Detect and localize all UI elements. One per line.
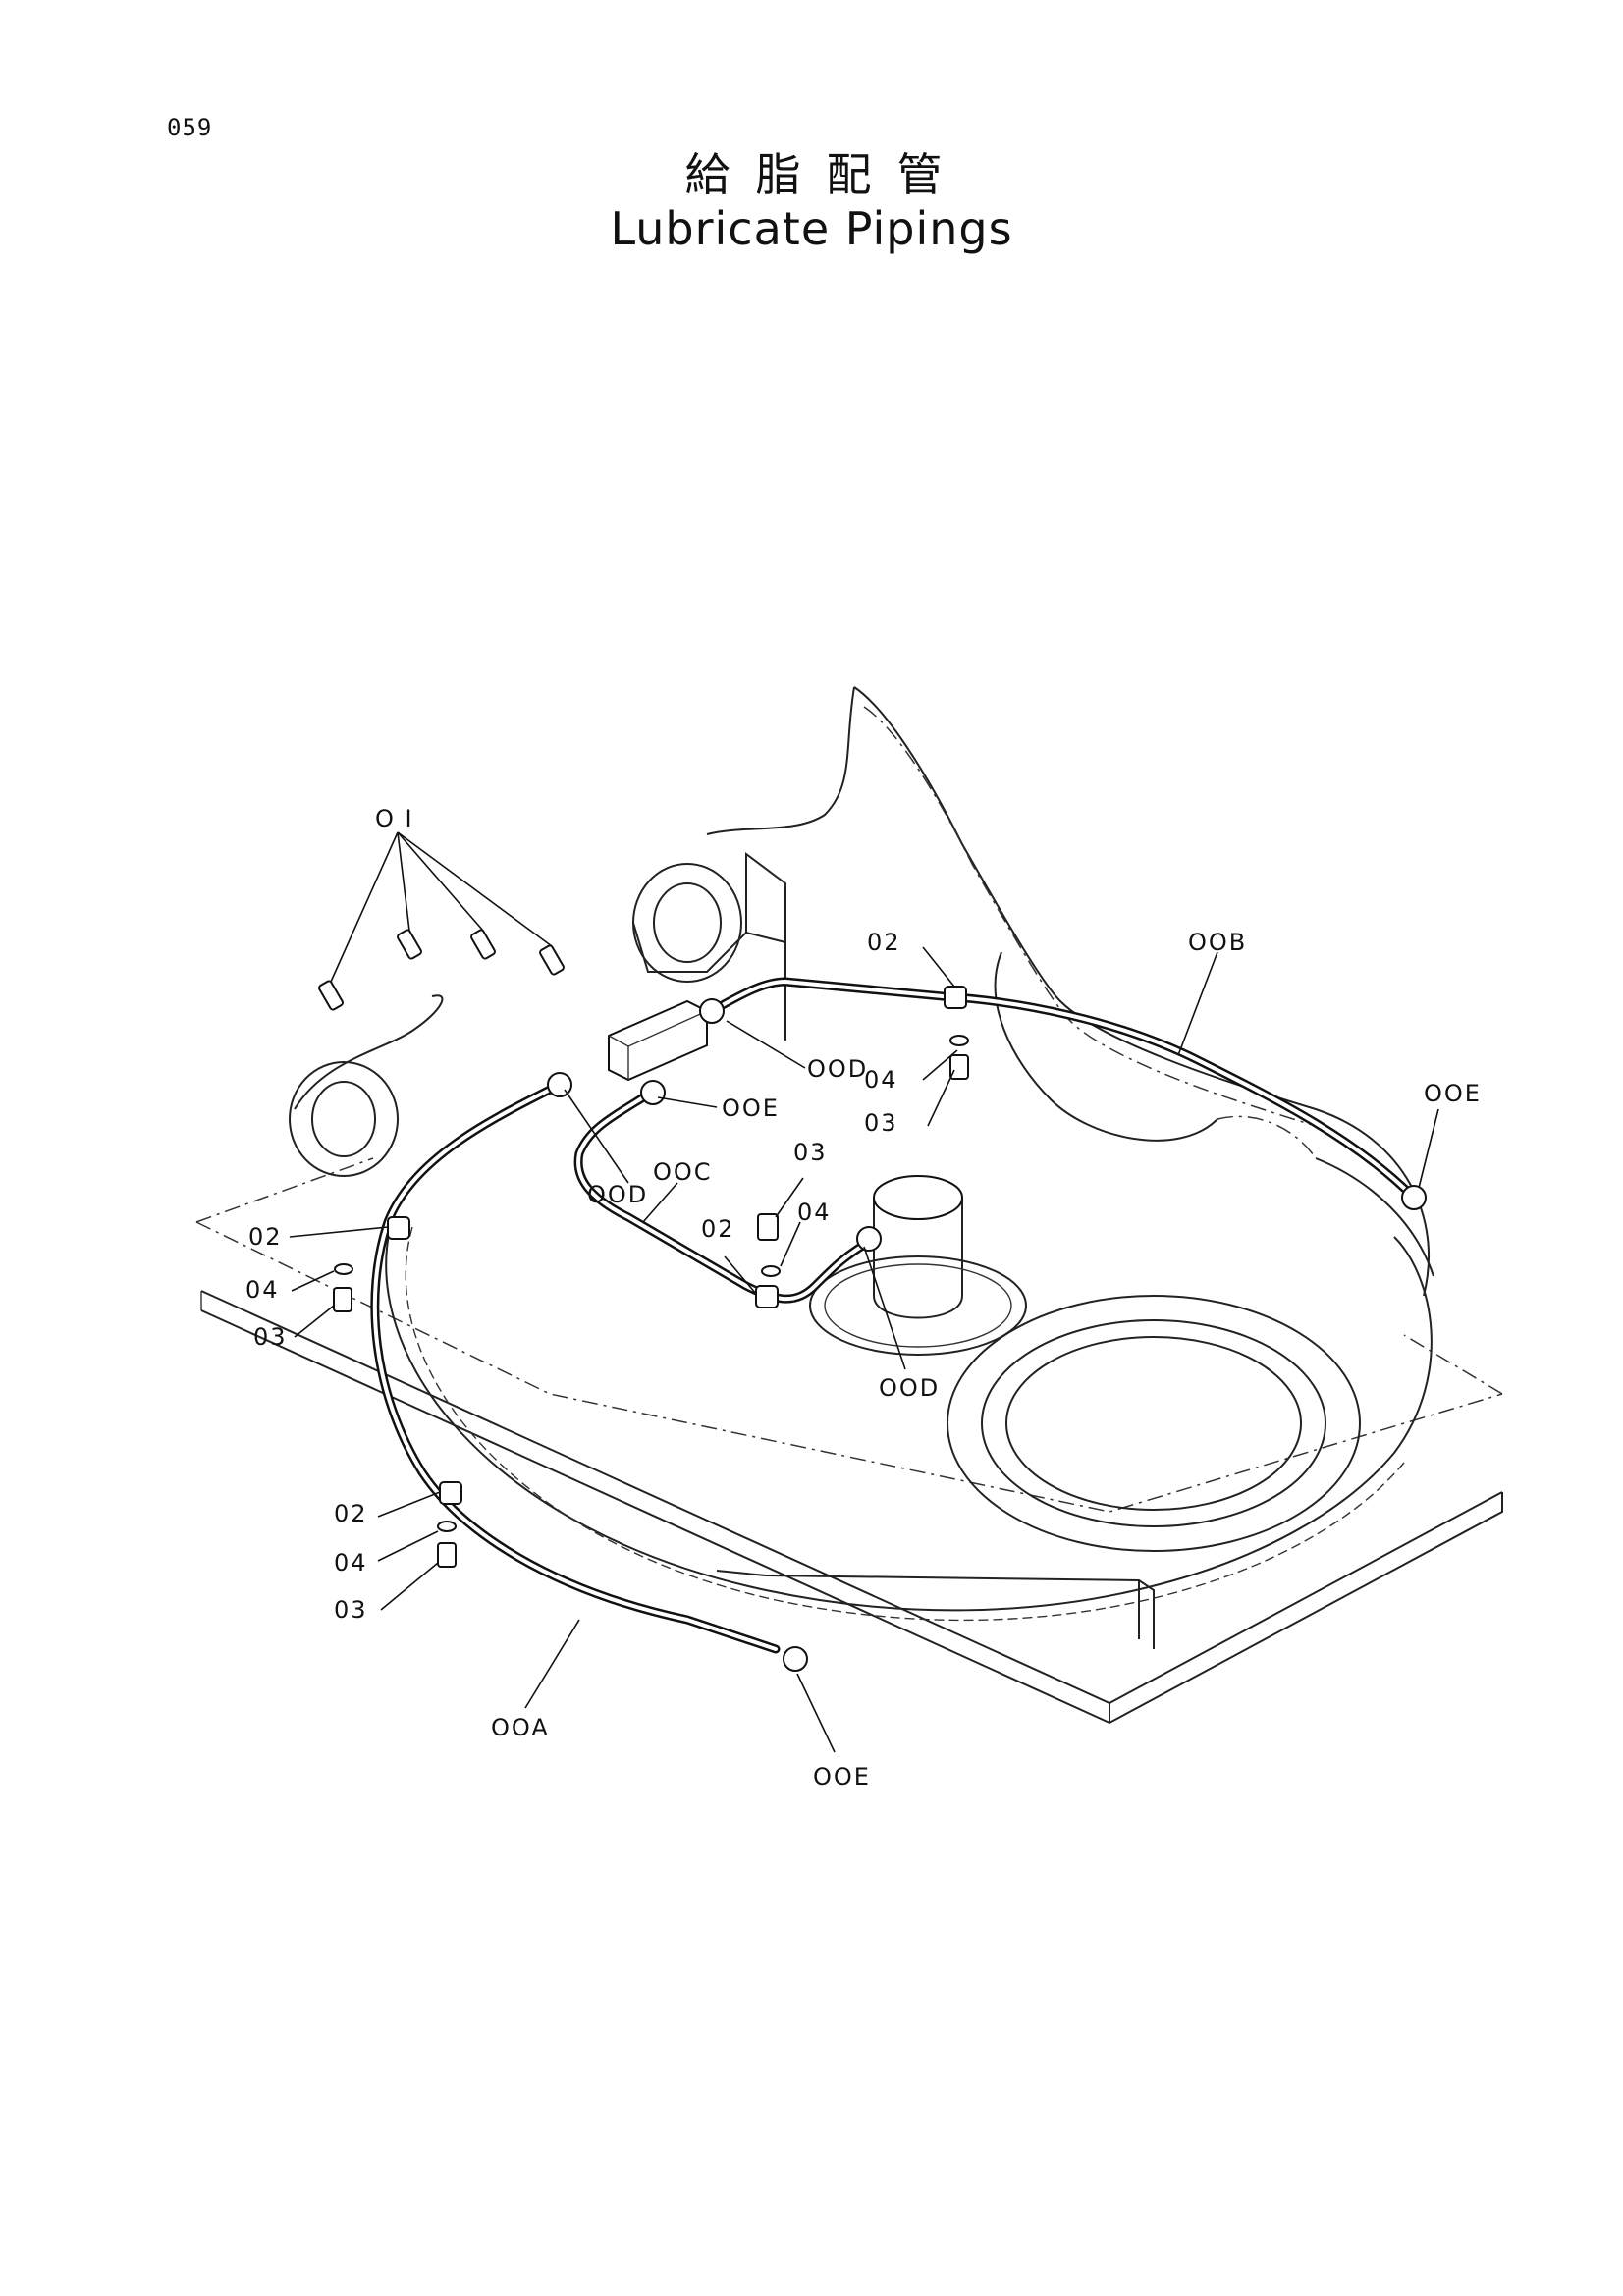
callout-02-left: 02 [248, 1223, 283, 1251]
callout-00C: OOC [653, 1158, 713, 1186]
callout-00D-mid: OOD [587, 1181, 648, 1208]
clamp-center [755, 1285, 779, 1308]
frame-outline [195, 1157, 1503, 1725]
callout-02-top: 02 [867, 929, 901, 956]
fitting-00D-bottom [856, 1226, 882, 1252]
callout-00E-mid: OOE [722, 1095, 780, 1122]
callout-01: O I [375, 805, 414, 832]
callout-02-center: 02 [701, 1215, 735, 1243]
callout-04-center: 04 [797, 1199, 832, 1226]
bolt-left [333, 1287, 352, 1312]
callout-00D-top: OOD [807, 1055, 868, 1083]
washer-center [761, 1265, 781, 1277]
bolt-top [949, 1054, 969, 1080]
pipes [370, 977, 1419, 1654]
washer-top [949, 1035, 969, 1046]
fitting-00D-top [699, 998, 725, 1024]
leader-lines [289, 831, 1439, 1753]
swing-bearing [947, 1295, 1361, 1552]
callout-00E-right: OOE [1424, 1080, 1482, 1107]
bolt-center [757, 1213, 779, 1241]
callout-03-low: 03 [334, 1596, 368, 1624]
grease-nipple-1 [318, 980, 344, 1011]
fitting-00E-right [1401, 1185, 1427, 1210]
callout-00E-bottom: OOE [813, 1763, 871, 1790]
callout-04-low: 04 [334, 1549, 368, 1576]
grease-nipple-2 [397, 929, 422, 960]
callout-03-left: 03 [253, 1323, 288, 1351]
distribution-block [608, 999, 708, 1082]
callout-04-left: 04 [245, 1276, 280, 1304]
grease-nipples [318, 929, 565, 1011]
callout-00D-bottom: OOD [879, 1374, 940, 1402]
callout-labels: O I 02 OOB OOD 04 03 OOE OOE 03 OOC OOD … [245, 805, 1482, 1790]
bolt-low [437, 1542, 457, 1568]
grease-nipple-3 [470, 929, 496, 960]
clamp-top [944, 986, 967, 1009]
title-japanese: 給脂配管 [684, 148, 968, 201]
washer-low [437, 1521, 457, 1532]
turntable-outline [385, 1216, 1433, 1649]
callout-03-center: 03 [793, 1139, 828, 1166]
callout-02-low: 02 [334, 1500, 368, 1527]
fittings [333, 986, 1427, 1672]
page-number: 059 [167, 114, 213, 141]
fitting-00E-mid [640, 1080, 666, 1105]
fitting-00D-mid [547, 1072, 572, 1097]
boom-bosses [289, 852, 786, 1177]
washer-left [334, 1263, 353, 1275]
swing-motor [809, 1175, 1027, 1356]
title-english: Lubricate Pipings [610, 202, 1013, 255]
callout-03-top: 03 [864, 1109, 898, 1137]
callout-00A: OOA [491, 1714, 550, 1741]
clamp-left [387, 1216, 410, 1240]
grease-nipple-4 [539, 944, 565, 976]
callout-00B: OOB [1188, 929, 1247, 956]
fitting-00E-bottom [783, 1646, 808, 1672]
clamp-low [439, 1481, 462, 1505]
callout-04-top: 04 [864, 1066, 898, 1094]
